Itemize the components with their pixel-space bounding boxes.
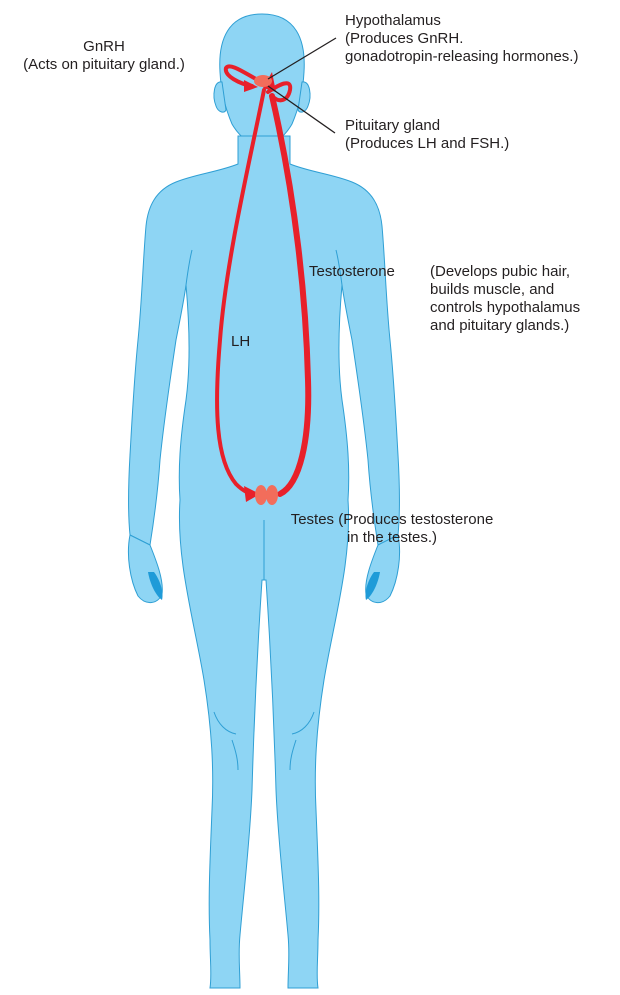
testosterone-description: (Develops pubic hair, builds muscle, and… xyxy=(430,263,580,335)
hypothalamus-title: Hypothalamus xyxy=(345,12,578,30)
testes-line1: Testes (Produces testosterone xyxy=(262,511,522,529)
hypothalamus-line2: (Produces GnRH. xyxy=(345,30,578,48)
testosterone-title: Testosterone xyxy=(309,263,395,281)
gnrh-title: GnRH xyxy=(4,38,204,56)
testosterone-line3: controls hypothalamus xyxy=(430,299,580,317)
testosterone-line4: and pituitary glands.) xyxy=(430,317,580,335)
lh-label: LH xyxy=(231,333,250,351)
testes-line2: in the testes.) xyxy=(262,529,522,547)
left-testis xyxy=(255,485,267,505)
testosterone-title-label: Testosterone xyxy=(309,263,395,281)
pituitary-label: Pituitary gland (Produces LH and FSH.) xyxy=(345,117,509,153)
testosterone-line1: (Develops pubic hair, xyxy=(430,263,580,281)
hypothalamus-line3: gonadotropin-releasing hormones.) xyxy=(345,48,578,66)
testosterone-line2: builds muscle, and xyxy=(430,281,580,299)
gnrh-note: (Acts on pituitary gland.) xyxy=(4,56,204,74)
right-testis xyxy=(266,485,278,505)
pituitary-line2: (Produces LH and FSH.) xyxy=(345,135,509,153)
gnrh-label: GnRH (Acts on pituitary gland.) xyxy=(4,38,204,74)
lh-title: LH xyxy=(231,333,250,351)
pituitary-title: Pituitary gland xyxy=(345,117,509,135)
hypothalamus-gland xyxy=(254,75,272,87)
hypothalamus-label: Hypothalamus (Produces GnRH. gonadotropi… xyxy=(345,12,578,66)
testes-label: Testes (Produces testosterone in the tes… xyxy=(262,511,522,547)
